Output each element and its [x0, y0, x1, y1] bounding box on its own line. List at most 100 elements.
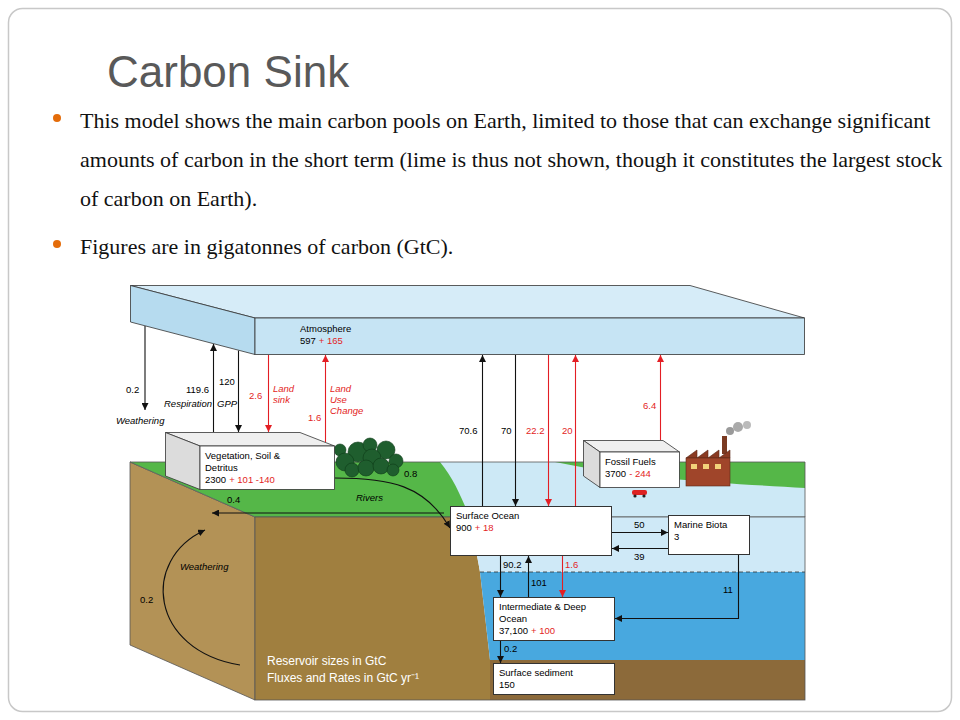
box-front: [600, 452, 680, 488]
reservoir-size: 150: [499, 679, 515, 690]
forest: [334, 438, 403, 477]
flux-value: 1.6: [308, 412, 321, 423]
flux-value: 0.2: [126, 384, 139, 395]
flux-arrow: [562, 556, 563, 597]
node-text: Surface Ocean900+ 18: [456, 510, 606, 534]
weathering-arrow: [144, 326, 145, 410]
node-text: Surface sediment150: [499, 667, 609, 691]
flux-value: 101: [531, 577, 547, 588]
flux-arrow: [515, 355, 516, 506]
flux-value: 0.2: [504, 643, 517, 654]
flux-value: 1.6: [565, 559, 578, 570]
bullet-text: This model shows the main carbon pools o…: [80, 101, 956, 218]
reservoir-box: Surface sediment150: [493, 663, 615, 695]
reservoir-values: 3: [674, 531, 744, 543]
flux-value: 39: [634, 551, 645, 562]
factory-window: [691, 464, 697, 469]
flux-value: 2.6: [249, 390, 262, 401]
flux-value: 22.2: [526, 425, 545, 436]
reservoir-change: + 165: [319, 335, 343, 346]
flux-arrow: [548, 355, 549, 506]
flux-value: 20: [562, 425, 573, 436]
node-text: Marine Biota3: [674, 519, 744, 543]
flux-value: 70: [501, 425, 512, 436]
flux-name: Weathering: [180, 561, 228, 572]
key-note: Fluxes and Rates in GtC yr⁻¹: [267, 671, 419, 686]
flux-value: 6.4: [643, 400, 656, 411]
reservoir-change: + 18: [475, 522, 494, 533]
key-note: Reservoir sizes in GtC: [267, 654, 386, 669]
bullet-text: Figures are in gigatonnes of carbon (GtC…: [80, 227, 956, 266]
weathering-arrow: [163, 530, 240, 665]
car-wheel: [642, 494, 645, 497]
reservoir-change: - 244: [629, 468, 651, 479]
reservoir-values: 900+ 18: [456, 522, 606, 534]
reservoir-name: Fossil Fuels: [605, 456, 673, 468]
smoke: [733, 422, 743, 432]
reservoir-size: 2300: [205, 474, 226, 485]
reservoir-box: Vegetation, Soil & Detritus2300+ 101 -14…: [165, 432, 335, 490]
smoke: [743, 421, 751, 429]
flux-arrow: [528, 556, 529, 597]
car: [632, 490, 647, 498]
flux-value: 120: [219, 376, 235, 387]
ground-side: [130, 462, 255, 700]
flux-value: 119.6: [186, 384, 209, 395]
tree: [358, 460, 374, 476]
factory-roof: [686, 450, 730, 458]
factory-window: [703, 464, 709, 469]
reservoir-name: Intermediate & Deep Ocean: [499, 601, 609, 625]
reservoir-values: 37,100+ 100: [499, 625, 609, 637]
flux-arrow: [335, 478, 450, 528]
flux-arrow: [660, 355, 661, 440]
flux-name: Land sink: [273, 383, 301, 405]
tree: [373, 458, 389, 474]
flux-arrow: [482, 355, 483, 506]
car-body: [632, 490, 647, 495]
flux-arrow: [213, 344, 214, 432]
reservoir-size: 3700: [605, 468, 626, 479]
reservoir-name: Vegetation, Soil & Detritus: [205, 450, 305, 474]
flux-arrow: [612, 532, 668, 533]
box-side: [584, 441, 601, 488]
node-text: Fossil Fuels3700- 244: [605, 456, 673, 480]
slab-side: [131, 286, 256, 355]
reservoir-box: Marine Biota3: [668, 515, 750, 555]
reservoir-values: 2300+ 101 -140: [205, 474, 305, 486]
flux-name: GPP: [217, 398, 237, 409]
factory-body: [686, 458, 730, 486]
reservoir-values: 597+ 165: [300, 335, 351, 347]
flux-arrow: [500, 556, 501, 597]
slide-title: Carbon Sink: [107, 46, 349, 98]
flux-name: Weathering: [116, 415, 164, 426]
tree: [345, 463, 359, 477]
node-text: Vegetation, Soil & Detritus2300+ 101 -14…: [205, 450, 305, 486]
flux-value: 70.6: [459, 425, 478, 436]
reservoir-change: + 100: [531, 625, 555, 636]
flux-value: 50: [634, 519, 645, 530]
reservoir-values: 150: [499, 679, 609, 691]
reservoir-name: Atmosphere: [300, 323, 351, 335]
flux-value: 0.2: [140, 594, 153, 605]
bullet-dot: [53, 114, 61, 122]
box-front: [200, 446, 335, 490]
slab-front: [255, 318, 805, 355]
reservoir-size: 900: [456, 522, 472, 533]
reservoir-name: Marine Biota: [674, 519, 744, 531]
reservoir-values: 3700- 244: [605, 468, 673, 480]
reservoir-size: 597: [300, 335, 316, 346]
chimney: [722, 436, 727, 454]
flux-value: 11: [723, 584, 733, 595]
flux-arrow: [238, 351, 239, 432]
sea-floor: [490, 660, 805, 700]
atmosphere-slab: Atmosphere597+ 165: [130, 285, 805, 355]
slab-outline: [130, 285, 805, 355]
node-text: Intermediate & Deep Ocean37,100+ 100: [499, 601, 609, 637]
flux-arrow: [325, 355, 326, 442]
flux-arrow: [500, 641, 501, 663]
flux-value: 0.4: [227, 494, 240, 505]
reservoir-box: Intermediate & Deep Ocean37,100+ 100: [493, 597, 615, 641]
bullet-dot: [53, 240, 61, 248]
tree: [387, 464, 399, 476]
